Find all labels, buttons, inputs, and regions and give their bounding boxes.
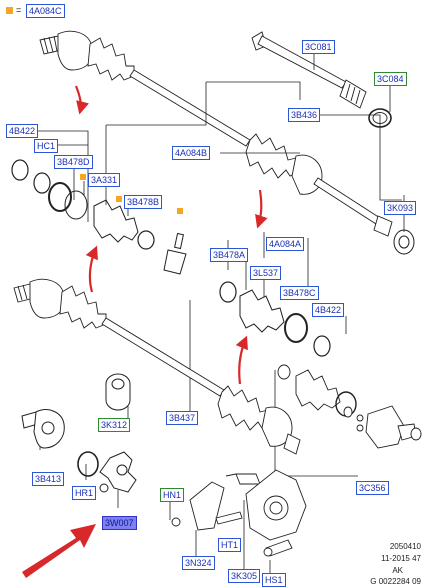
callout-ht1[interactable]: HT1 <box>218 538 242 552</box>
callout-3l537[interactable]: 3L537 <box>250 266 282 280</box>
callout-3b436[interactable]: 3B436 <box>288 108 321 122</box>
footer-line-2: 11-2015 47 <box>381 554 421 563</box>
callout-4a084c[interactable]: 4A084C <box>26 4 65 18</box>
callout-3b478a[interactable]: 3B478A <box>210 248 249 262</box>
grease-tube <box>163 232 187 275</box>
lower-driveshaft <box>13 278 301 455</box>
boot-kit-right <box>219 281 331 357</box>
callout-3n324[interactable]: 3N324 <box>182 556 215 570</box>
callout-3k312[interactable]: 3K312 <box>98 418 131 432</box>
footer-line-1: 2050410 <box>389 542 421 551</box>
bearing-bracket <box>171 469 307 557</box>
seal-3k093 <box>393 229 415 255</box>
legend-equals: = <box>16 5 22 15</box>
callout-3b478d[interactable]: 3B478D <box>54 155 93 169</box>
grease-swatch <box>80 174 86 180</box>
grease-swatch <box>116 196 122 202</box>
callout-3w007[interactable]: 3W007 <box>102 516 137 530</box>
callout-3b413[interactable]: 3B413 <box>32 472 65 486</box>
callout-hs1[interactable]: HS1 <box>262 573 286 587</box>
callout-4b422-top[interactable]: 4B422 <box>6 124 39 138</box>
callout-3b478c[interactable]: 3B478C <box>280 286 319 300</box>
callout-3c081[interactable]: 3C081 <box>302 40 335 54</box>
footer-line-4: G 0022284 09 <box>370 577 421 586</box>
callout-3c084[interactable]: 3C084 <box>374 72 407 86</box>
bushing-3k312 <box>105 373 131 411</box>
highlight-arrow <box>22 524 96 578</box>
callout-3b478b[interactable]: 3B478B <box>124 195 163 209</box>
callout-4a084b[interactable]: 4A084B <box>172 146 211 160</box>
callout-3c356[interactable]: 3C356 <box>356 481 389 495</box>
tripod-joint <box>21 409 137 493</box>
grease-legend-swatch <box>6 7 13 14</box>
callout-3k093[interactable]: 3K093 <box>384 201 417 215</box>
boot-kit-left <box>11 159 155 250</box>
callout-4b422-mid[interactable]: 4B422 <box>312 303 345 317</box>
callout-3a331[interactable]: 3A331 <box>88 173 121 187</box>
callout-4a084a[interactable]: 4A084A <box>266 237 305 251</box>
callout-hn1[interactable]: HN1 <box>160 488 185 502</box>
callout-3b437[interactable]: 3B437 <box>166 411 199 425</box>
callout-hr1[interactable]: HR1 <box>72 486 97 500</box>
callout-hc1[interactable]: HC1 <box>34 139 59 153</box>
grease-swatch <box>177 208 183 214</box>
callout-3k305[interactable]: 3K305 <box>228 569 261 583</box>
upper-driveshaft <box>39 30 393 237</box>
direction-arrows <box>74 85 268 385</box>
inner-joint-assembly <box>277 364 422 449</box>
footer-line-3: AK <box>392 566 403 575</box>
